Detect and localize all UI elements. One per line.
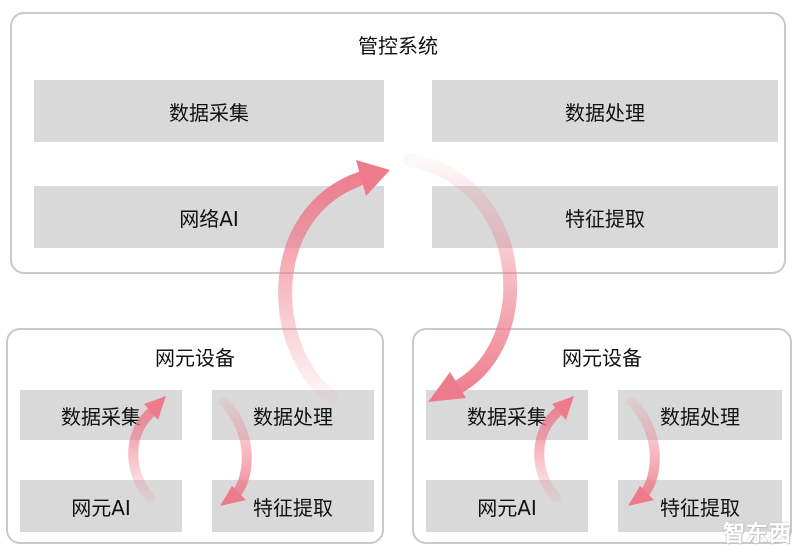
right-small-arrow-down-curve bbox=[627, 397, 660, 499]
top-box-feature-extraction: 特征提取 bbox=[432, 186, 778, 248]
left-small-arrow-down-curve bbox=[219, 397, 252, 499]
left-small-arrow-up-curve bbox=[128, 405, 159, 503]
left-panel-network-element: 网元设备 数据采集 数据处理 网元AI 特征提取 bbox=[6, 328, 384, 544]
top-panel-control-system: 管控系统 数据采集 数据处理 网络AI 特征提取 bbox=[10, 12, 786, 274]
top-box-data-processing: 数据处理 bbox=[432, 80, 778, 142]
big-arrow-up-curve bbox=[278, 171, 369, 405]
watermark-logo: 智东西 bbox=[722, 522, 792, 547]
right-panel-title: 网元设备 bbox=[562, 346, 642, 370]
top-panel-title: 管控系统 bbox=[358, 34, 438, 58]
right-small-arrow-up-curve bbox=[534, 405, 565, 503]
left-panel-title: 网元设备 bbox=[155, 346, 235, 370]
right-box-ne-ai: 网元AI bbox=[426, 480, 588, 532]
big-arrow-down-curve bbox=[403, 153, 518, 393]
big-arrow-up-head bbox=[356, 160, 390, 196]
top-box-data-collection: 数据采集 bbox=[34, 80, 384, 142]
big-arrow-down-head bbox=[428, 372, 466, 402]
left-box-ne-ai: 网元AI bbox=[20, 480, 182, 532]
left-small-arrow-up-head bbox=[144, 396, 166, 420]
right-small-arrow-up-head bbox=[552, 396, 574, 420]
right-small-arrow-down-head bbox=[628, 486, 654, 506]
left-small-arrow-down-head bbox=[220, 486, 246, 506]
